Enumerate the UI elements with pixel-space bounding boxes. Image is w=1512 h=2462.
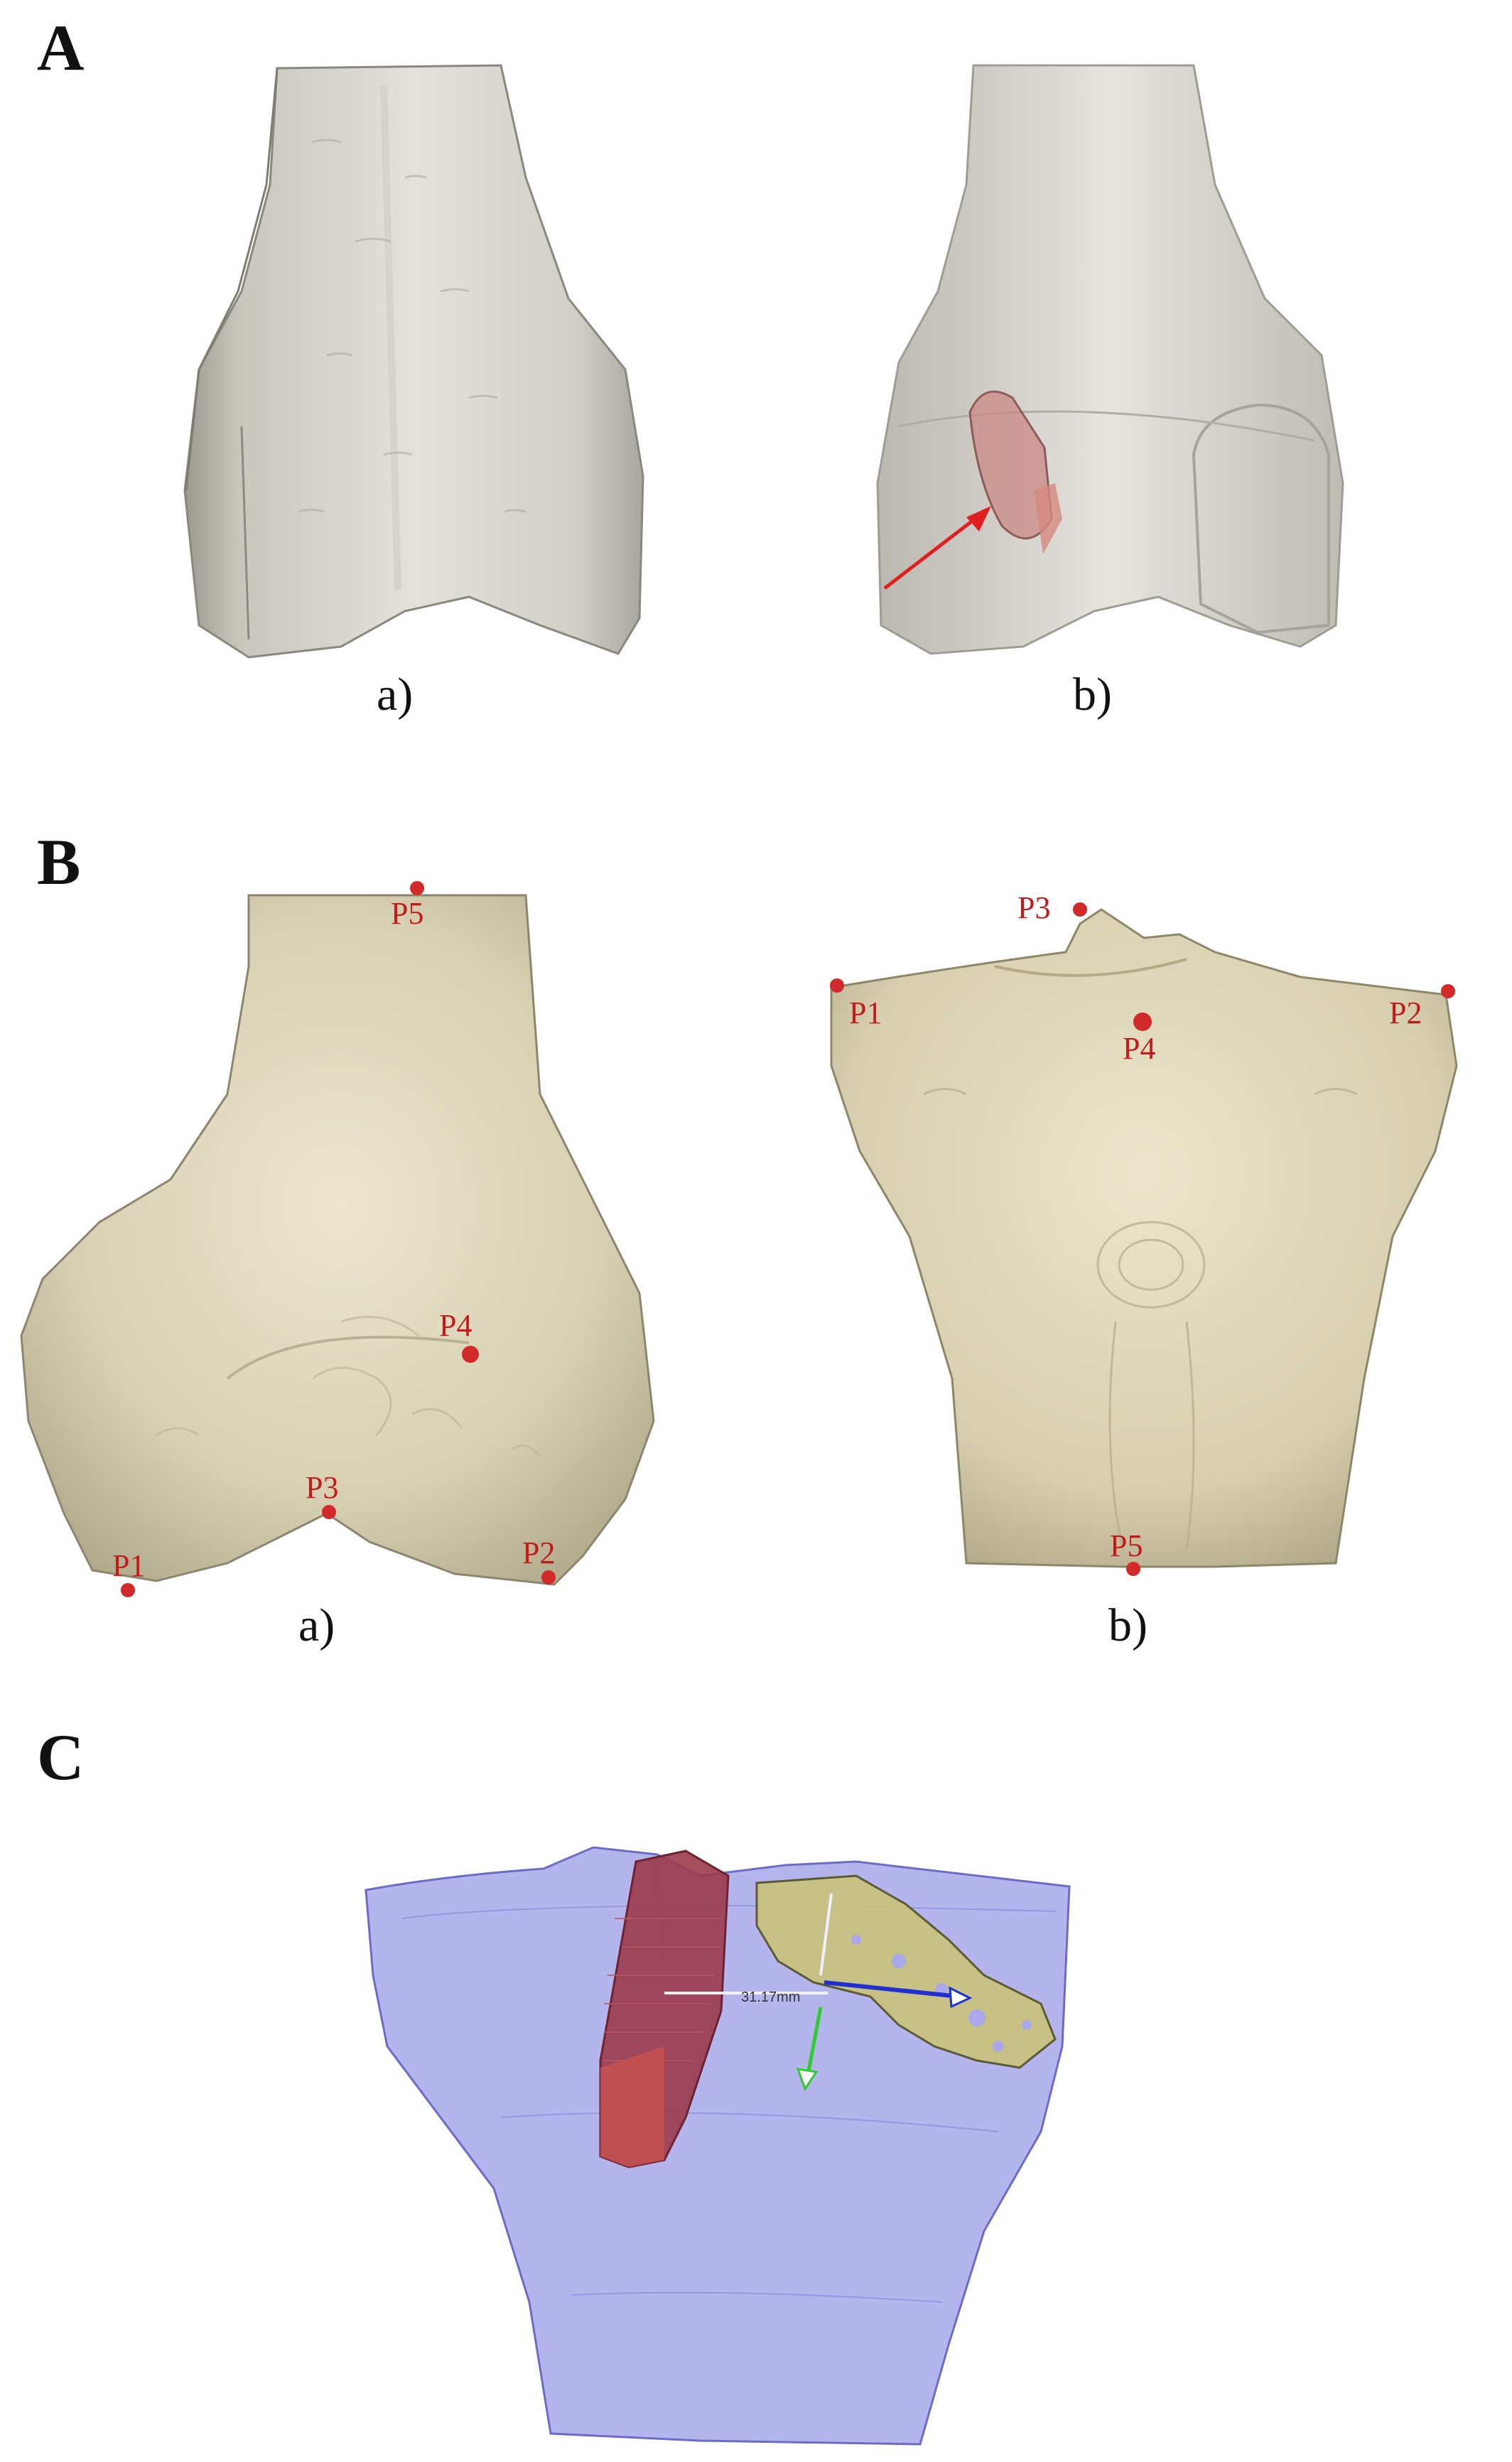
axis-arrow-blue	[824, 1980, 960, 1999]
femur-p4-label: P4	[439, 1308, 472, 1343]
proximal-tibia-shape	[830, 908, 1458, 1568]
panel-letter-c: C	[37, 1721, 85, 1793]
femur-p2-marker	[541, 1570, 556, 1584]
tibia-p2-label: P2	[1389, 995, 1422, 1030]
femur-p4-marker	[462, 1346, 479, 1363]
femur-p5-label: P5	[391, 896, 423, 931]
femur-p1-marker	[121, 1583, 135, 1597]
femur-p5-marker	[410, 881, 424, 895]
panel-a-figure-b	[876, 64, 1344, 655]
femur-translucent-model-shape	[876, 64, 1344, 655]
panel-a-figure-a	[183, 64, 644, 659]
femur-p1-label: P1	[112, 1548, 145, 1583]
tibia-p1-label: P1	[849, 995, 882, 1030]
tibia-p4-label: P4	[1123, 1031, 1155, 1066]
panel-b-sublabel-a: a)	[298, 1599, 335, 1651]
femur-p3-label: P3	[306, 1470, 338, 1505]
distal-femur-shape	[20, 894, 655, 1586]
lesion-region	[968, 390, 1053, 540]
measurement-label: 31.17mm	[741, 1989, 800, 2005]
panel-c-figure: 31.17mm	[364, 1846, 1071, 2446]
panel-b-tibia-figure: P3 P1 P2 P4 P5	[830, 890, 1458, 1576]
red-arrow-indicator	[883, 516, 978, 590]
panel-a-sublabel-b: b)	[1073, 669, 1112, 720]
femur-p3-marker	[322, 1505, 336, 1519]
panel-b-sublabel-b: b)	[1108, 1599, 1148, 1651]
panel-letter-a: A	[37, 11, 85, 84]
panel-letter-b: B	[37, 826, 81, 898]
axis-arrow-green	[806, 2007, 823, 2075]
femur-p2-label: P2	[522, 1535, 555, 1570]
tibia-p3-label: P3	[1017, 890, 1050, 925]
axis-arrow-white	[819, 1893, 833, 1976]
tibia-p2-marker	[1441, 984, 1455, 998]
tibia-p3-marker	[1073, 902, 1087, 917]
tibia-p1-marker	[830, 978, 844, 993]
femur-model-shape	[183, 64, 644, 659]
tibia-p5-label: P5	[1110, 1528, 1143, 1563]
tibia-p5-marker	[1126, 1562, 1140, 1576]
panel-a-sublabel-a: a)	[377, 669, 414, 720]
condyle-outline	[1192, 403, 1330, 635]
panel-b-femur-figure: P5 P4 P3 P1 P2	[20, 881, 655, 1597]
tibia-p4-marker	[1133, 1013, 1152, 1031]
